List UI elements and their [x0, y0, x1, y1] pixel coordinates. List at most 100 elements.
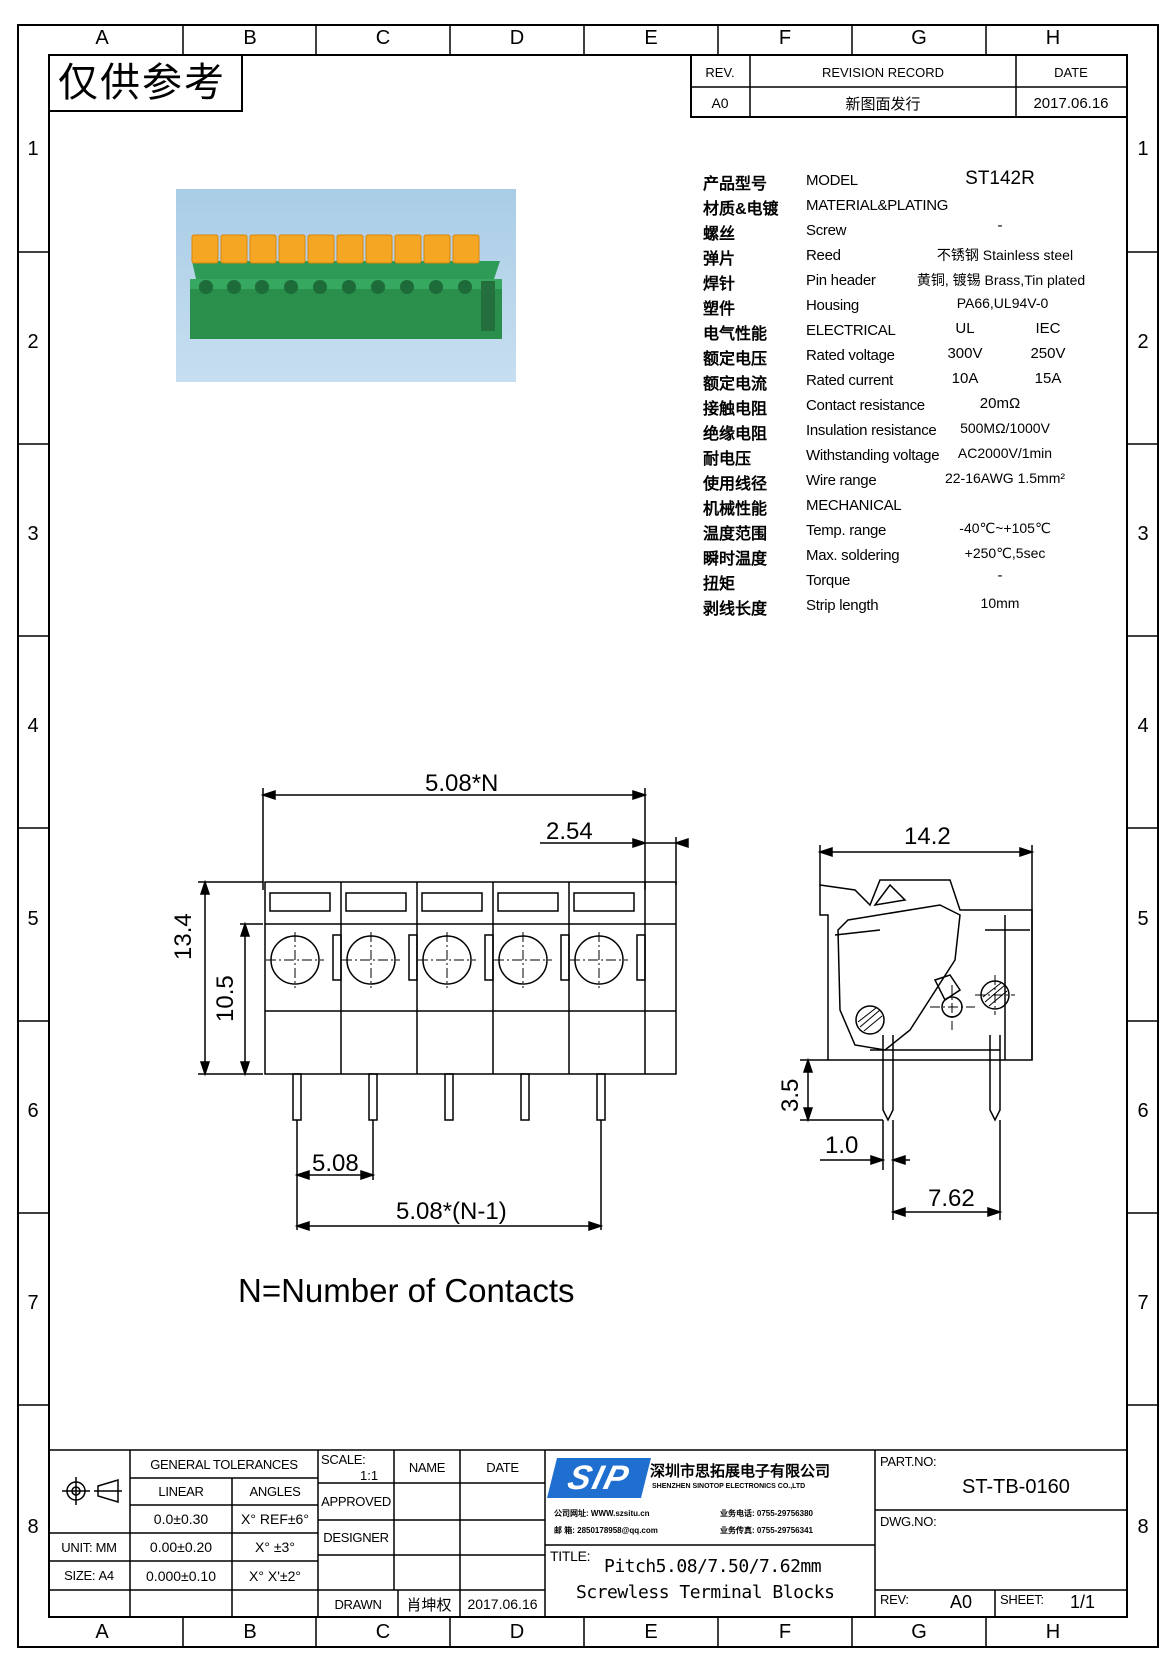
- spec-cn-contact-resistance: 接触电阻: [703, 401, 768, 418]
- part-no-label: PART.NO:: [880, 1454, 937, 1469]
- spec-value-rated-voltage-iec: 250V: [1030, 345, 1066, 362]
- spec-value-rated-current-ul: 10A: [951, 370, 979, 387]
- zone-col-f-top: F: [778, 27, 792, 49]
- date-value: 2017.06.16: [1033, 94, 1109, 112]
- watermark-box: 仅供参考: [50, 56, 243, 112]
- date-column-header: DATE: [486, 1459, 519, 1475]
- watermark-text: 仅供参考: [58, 60, 226, 106]
- zone-row-6-left: 6: [27, 1100, 39, 1122]
- linear-header: LINEAR: [158, 1484, 204, 1499]
- zone-col-d-bottom: D: [509, 1621, 525, 1643]
- drawn-name: 肖坤权: [406, 1596, 452, 1614]
- spec-cn-temp-range: 温度范围: [703, 526, 768, 543]
- dwg-no-label: DWG.NO:: [880, 1514, 937, 1529]
- zone-row-4-left: 4: [27, 715, 39, 737]
- spec-cn-withstanding-voltage: 耐电压: [703, 451, 752, 468]
- zone-row-8-left: 8: [27, 1516, 39, 1538]
- spec-en-pin-header: Pin header: [806, 272, 876, 289]
- record-value: 新图面发行: [845, 95, 921, 113]
- unit-label: UNIT: MM: [48, 1533, 130, 1561]
- unit-value: MM: [95, 1539, 117, 1555]
- general-tolerances-label: GENERAL TOLERANCES: [150, 1457, 298, 1472]
- spec-cn-wire-range: 使用线径: [703, 476, 768, 493]
- zone-row-7-left: 7: [27, 1292, 39, 1314]
- spec-en-rated-voltage: Rated voltage: [806, 347, 895, 364]
- spec-en-wire-range: Wire range: [806, 472, 877, 489]
- spec-value-rated-voltage-ul: 300V: [947, 345, 983, 362]
- spec-en-housing: Housing: [806, 297, 859, 314]
- title-line-1: Pitch5.08/7.50/7.62mm: [604, 1556, 822, 1577]
- company-mail-label: 邮 箱:: [554, 1526, 575, 1535]
- zone-col-e-bottom: E: [644, 1621, 658, 1643]
- spec-cn-rated-voltage: 额定电压: [703, 351, 768, 368]
- tol2-linear: 0.00±0.20: [149, 1539, 213, 1555]
- sheet-label: SHEET:: [1000, 1592, 1044, 1607]
- zone-col-c-top: C: [375, 27, 391, 49]
- zone-col-d-top: D: [509, 27, 525, 49]
- approved-label: APPROVED: [321, 1494, 391, 1509]
- spec-cn-model: 产品型号: [703, 176, 768, 193]
- spec-value-housing: PA66,UL94V-0: [956, 295, 1049, 311]
- rev-label: REV:: [880, 1592, 909, 1607]
- spec-value-temp-range: -40℃~+105℃: [959, 520, 1051, 536]
- outer-frame: [17, 24, 1159, 1648]
- zone-row-1-right: 1: [1137, 138, 1149, 160]
- spec-en-model: MODEL: [806, 172, 858, 189]
- angles-header: ANGLES: [249, 1484, 301, 1499]
- dim-pin-thickness: 1.0: [825, 1132, 859, 1159]
- record-header: REVISION RECORD: [821, 64, 945, 80]
- spec-en-mechanical: MECHANICAL: [806, 497, 902, 514]
- zone-row-2-left: 2: [27, 331, 39, 353]
- dim-pin-span: 5.08*(N-1): [396, 1198, 507, 1225]
- company-tel: 业务电话: 0755-29756380: [720, 1508, 813, 1519]
- zone-col-c-bottom: C: [375, 1621, 391, 1643]
- spec-cn-material: 材质&电镀: [703, 201, 779, 218]
- zone-row-5-right: 5: [1137, 908, 1149, 930]
- spec-en-reed: Reed: [806, 247, 841, 264]
- company-fax: 业务传真: 0755-29756341: [720, 1525, 813, 1536]
- company-logo: SIP: [547, 1458, 651, 1498]
- spec-en-electrical: ELECTRICAL: [806, 322, 896, 339]
- zone-col-b-top: B: [243, 27, 257, 49]
- spec-value-withstanding-voltage: AC2000V/1min: [957, 445, 1053, 461]
- terminal-block-image: [190, 234, 502, 339]
- spec-value-rated-current-iec: 15A: [1034, 370, 1062, 387]
- rev-value: A0: [711, 95, 729, 111]
- spec-en-rated-current: Rated current: [806, 372, 893, 389]
- spec-cn-reed: 弹片: [703, 251, 736, 268]
- title-label: TITLE:: [550, 1548, 591, 1564]
- company-fax-value: 0755-29756341: [756, 1526, 813, 1535]
- size-label-text: SIZE:: [64, 1568, 96, 1583]
- company-mail-value: 2850178958@qq.com: [577, 1526, 658, 1535]
- spec-value-electrical-iec: IEC: [1035, 320, 1061, 337]
- spec-value-electrical-ul: UL: [955, 320, 975, 337]
- date-header: DATE: [1054, 64, 1088, 80]
- spec-cn-strip-length: 剥线长度: [703, 601, 768, 618]
- zone-row-3-left: 3: [27, 523, 39, 545]
- spec-value-strip-length: 10mm: [980, 595, 1020, 611]
- rev-header: REV.: [705, 64, 735, 80]
- name-header: NAME: [408, 1459, 446, 1475]
- zone-row-3-right: 3: [1137, 523, 1149, 545]
- dim-pitch: 5.08: [312, 1150, 359, 1177]
- dim-half-pitch: 2.54: [546, 818, 593, 845]
- spec-value-insulation-resistance: 500MΩ/1000V: [960, 420, 1050, 436]
- zone-col-h-bottom: H: [1045, 1621, 1061, 1643]
- dim-row-pitch: 7.62: [928, 1185, 975, 1212]
- company-web-label: 公司网址:: [554, 1509, 589, 1518]
- tol1-angle: X° REF±6°: [241, 1511, 309, 1527]
- inner-frame: [48, 54, 1128, 1618]
- drawn-date: 2017.06.16: [467, 1596, 538, 1612]
- company-fax-label: 业务传真:: [720, 1526, 755, 1535]
- spec-en-contact-resistance: Contact resistance: [806, 397, 925, 414]
- zone-col-g-top: G: [911, 27, 927, 49]
- dim-depth: 14.2: [904, 823, 951, 850]
- tol2-angle: X° ±3°: [255, 1539, 295, 1555]
- company-tel-value: 0755-29756380: [756, 1509, 813, 1518]
- company-name-cn: 深圳市思拓展电子有限公司: [650, 1463, 831, 1480]
- spec-en-temp-range: Temp. range: [806, 522, 887, 539]
